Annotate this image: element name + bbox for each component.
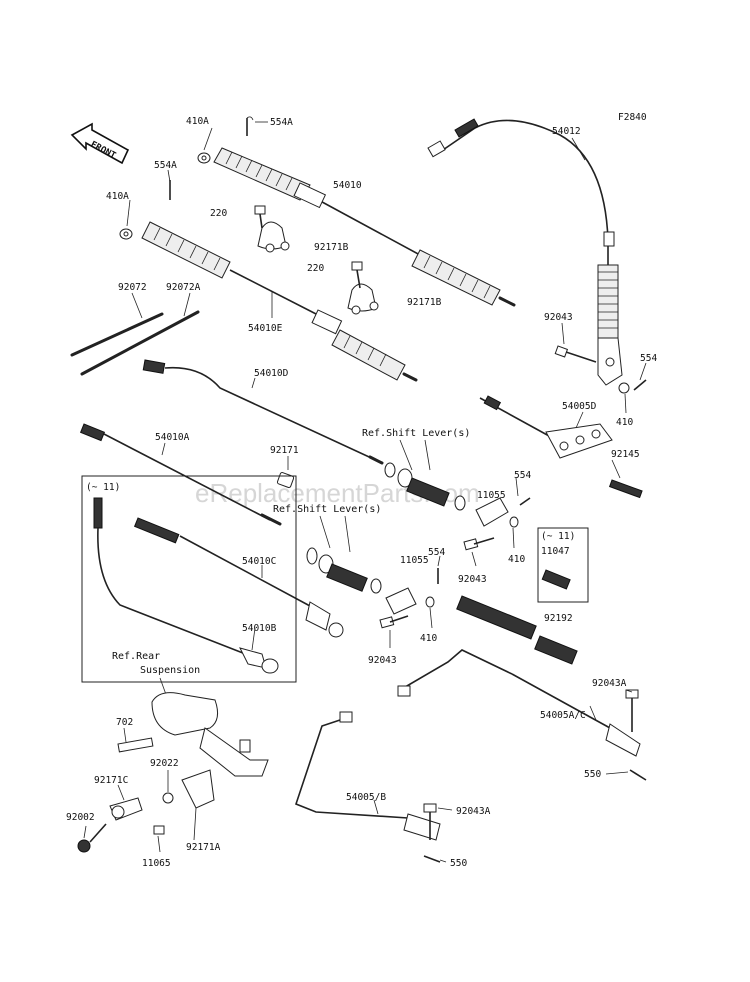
pin-92043-upper (554, 345, 597, 363)
arm-92171A (181, 769, 215, 809)
bolt-92002 (77, 823, 107, 853)
label-92043-middle: 92043 (458, 574, 487, 585)
clamp-92171B-lower (347, 283, 379, 315)
pin-92043A-lower (423, 803, 437, 840)
label-554-lower: 554 (428, 547, 445, 558)
pin-92043A-upper (625, 689, 639, 732)
cable-54010A (79, 423, 282, 526)
label-54010A: 54010A (155, 432, 190, 443)
label-92171C: 92171C (94, 775, 128, 786)
label-92072: 92072 (118, 282, 147, 293)
label-92022: 92022 (150, 758, 179, 769)
cable-54010E (141, 221, 418, 382)
label-92171B-upper: 92171B (314, 242, 349, 253)
label-54010C: 54010C (242, 556, 276, 567)
washer-410-upper (618, 382, 630, 394)
range-note-left: (~ 11) (86, 482, 120, 493)
diagram-code: F2840 (618, 112, 647, 123)
label-410-middle: 410 (508, 554, 525, 565)
label-92072A: 92072A (166, 282, 201, 293)
label-92192: 92192 (544, 613, 573, 624)
washer-410-lower (425, 596, 435, 608)
rod-92072A (80, 310, 200, 376)
label-54010: 54010 (333, 180, 362, 191)
pin-554A-upper (246, 116, 254, 136)
label-54005D: 54005D (562, 401, 597, 412)
ref-shift-lever-2: Ref.Shift Lever(s) (273, 504, 381, 515)
label-92171A: 92171A (186, 842, 221, 853)
label-54005AC: 54005A/C (540, 710, 586, 721)
label-11047: 11047 (541, 546, 570, 557)
spring-92145 (608, 479, 643, 499)
label-410A-lower: 410A (106, 191, 129, 202)
washer-410A-lower (119, 228, 133, 240)
label-554-upper: 554 (640, 353, 657, 364)
label-220-upper: 220 (210, 208, 227, 219)
label-54010D: 54010D (254, 368, 289, 379)
bracket-54005D (479, 395, 613, 459)
shift-lever-parts-1 (384, 462, 509, 527)
ref-shift-lever-1: Ref.Shift Lever(s) (362, 428, 470, 439)
pin-92043-lower (379, 615, 409, 629)
label-11065: 11065 (142, 858, 171, 869)
range-box-54010B (81, 475, 297, 683)
label-11055-lower: 11055 (400, 555, 429, 566)
range-note-right: (~ 11) (541, 531, 575, 542)
label-54012: 54012 (552, 126, 581, 137)
part-11047 (541, 569, 571, 590)
pin-702 (117, 737, 154, 753)
pin-554-middle (519, 497, 531, 506)
ref-rear-1: Ref.Rear (112, 651, 160, 662)
grip-92192 (456, 595, 578, 665)
label-92145: 92145 (611, 449, 640, 460)
front-arrow-icon: FRONT (70, 122, 130, 165)
washer-410A-upper (197, 152, 211, 164)
label-11055-upper: 11055 (477, 490, 506, 501)
label-92043A-upper: 92043A (592, 678, 627, 689)
cable-54010C (133, 517, 344, 638)
label-92043A-lower: 92043A (456, 806, 491, 817)
label-54010E: 54010E (248, 323, 283, 334)
ref-rear-2: Suspension (140, 665, 200, 676)
label-550-lower: 550 (450, 858, 467, 869)
pin-550-upper (629, 769, 647, 781)
label-410-upper: 410 (616, 417, 633, 428)
shift-lever-parts-2 (306, 547, 417, 615)
pin-550-lower (423, 855, 441, 863)
label-220-lower: 220 (307, 263, 324, 274)
washer-410-middle (509, 516, 519, 528)
label-92171: 92171 (270, 445, 299, 456)
label-554-middle: 554 (514, 470, 531, 481)
pin-92043-middle (463, 537, 495, 551)
lever-92171C (109, 797, 143, 821)
cable-54005B (295, 711, 441, 841)
pin-11065 (153, 825, 165, 835)
washer-92022 (162, 792, 174, 804)
bolt-220-lower (351, 261, 363, 289)
cable-54010D (142, 359, 384, 465)
label-554A-lower: 554A (154, 160, 177, 171)
rod-92072 (70, 312, 164, 357)
range-box-11047 (537, 527, 589, 603)
label-92002: 92002 (66, 812, 95, 823)
rear-suspension-bracket (151, 692, 269, 777)
cable-54010B (93, 497, 279, 674)
label-554A-upper: 554A (270, 117, 293, 128)
label-54005B: 54005/B (346, 792, 386, 803)
bolt-220-upper (254, 205, 266, 229)
clamp-92171B-upper (257, 221, 290, 253)
label-550-upper: 550 (584, 769, 601, 780)
cable-54012 (427, 118, 623, 386)
cable-54005AC (397, 649, 641, 757)
label-410-lower: 410 (420, 633, 437, 644)
label-410A-upper: 410A (186, 116, 209, 127)
cable-54010 (213, 147, 516, 307)
label-54010B: 54010B (242, 623, 277, 634)
label-702: 702 (116, 717, 133, 728)
pin-554-upper (633, 379, 647, 391)
label-92043-lower: 92043 (368, 655, 397, 666)
label-92171B-lower: 92171B (407, 297, 442, 308)
label-92043-upper: 92043 (544, 312, 573, 323)
